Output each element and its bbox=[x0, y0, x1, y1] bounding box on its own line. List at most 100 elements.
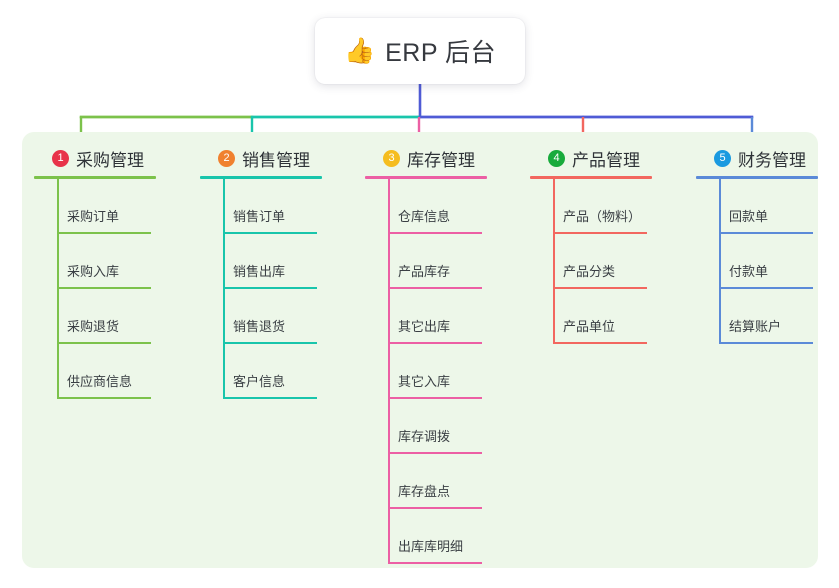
root-node[interactable]: 👍 ERP 后台 bbox=[315, 18, 525, 84]
branch-item[interactable]: 销售退货 bbox=[200, 289, 322, 344]
branch-item-label: 库存调拨 bbox=[398, 429, 451, 444]
branch-number-badge: 3 bbox=[383, 149, 400, 167]
branch-number-badge: 5 bbox=[714, 149, 731, 167]
branch-item-rule bbox=[719, 342, 813, 344]
branch-spine bbox=[223, 179, 225, 399]
branch-item-rule bbox=[223, 397, 317, 399]
branch-item[interactable]: 产品库存 bbox=[365, 234, 487, 289]
branch-item-label: 结算账户 bbox=[729, 319, 782, 334]
branch-spine bbox=[388, 179, 390, 564]
branch-item[interactable]: 付款单 bbox=[696, 234, 818, 289]
branch-item-label: 产品单位 bbox=[563, 319, 616, 334]
branch-item-rule bbox=[223, 287, 317, 289]
branch-column-4: 4 产品管理产品（物料） 产品分类产品单位 bbox=[530, 146, 652, 344]
branch-column-2: 2 销售管理销售订单销售出库销售退货客户信息 bbox=[200, 146, 322, 399]
branch-header-rule bbox=[365, 176, 487, 179]
branch-title: 财务管理 bbox=[738, 150, 806, 170]
branch-item-rule bbox=[388, 232, 482, 234]
branch-header-rule bbox=[200, 176, 322, 179]
branch-column-3: 3 库存管理仓库信息产品库存其它出库其它入库库存调拨库存盘点出库库明细 bbox=[365, 146, 487, 564]
branch-item[interactable]: 其它出库 bbox=[365, 289, 487, 344]
branch-children: 产品（物料） 产品分类产品单位 bbox=[530, 179, 652, 344]
branch-number-badge: 4 bbox=[548, 149, 565, 167]
branch-item-label: 仓库信息 bbox=[398, 209, 451, 224]
branch-title: 库存管理 bbox=[407, 150, 475, 170]
branch-item[interactable]: 产品（物料） bbox=[530, 179, 652, 234]
branch-item[interactable]: 产品单位 bbox=[530, 289, 652, 344]
branch-item-label: 产品（物料） bbox=[563, 209, 642, 224]
branch-item-rule bbox=[553, 342, 647, 344]
branch-item-rule bbox=[57, 342, 151, 344]
branch-item-rule bbox=[388, 397, 482, 399]
branch-item[interactable]: 出库库明细 bbox=[365, 509, 487, 564]
branch-item[interactable]: 结算账户 bbox=[696, 289, 818, 344]
branch-children: 采购订单采购入库采购退货供应商信息 bbox=[34, 179, 156, 399]
branch-header-rule bbox=[530, 176, 652, 179]
branch-item[interactable]: 库存盘点 bbox=[365, 454, 487, 509]
branch-item-label: 产品分类 bbox=[563, 264, 616, 279]
branch-header-2[interactable]: 2 销售管理 bbox=[200, 146, 322, 170]
branch-number-badge: 1 bbox=[52, 149, 69, 167]
branch-item[interactable]: 客户信息 bbox=[200, 344, 322, 399]
branch-item-rule bbox=[388, 287, 482, 289]
branch-item-label: 产品库存 bbox=[398, 264, 451, 279]
branch-item-rule bbox=[223, 232, 317, 234]
branch-item[interactable]: 采购订单 bbox=[34, 179, 156, 234]
branch-item[interactable]: 销售订单 bbox=[200, 179, 322, 234]
branch-item-rule bbox=[719, 287, 813, 289]
branch-item-label: 其它出库 bbox=[398, 319, 451, 334]
branch-header-rule bbox=[34, 176, 156, 179]
root-title: ERP 后台 bbox=[385, 39, 497, 67]
branch-spine bbox=[719, 179, 721, 344]
branch-item-rule bbox=[57, 397, 151, 399]
branch-item-rule bbox=[553, 232, 647, 234]
branch-header-4[interactable]: 4 产品管理 bbox=[530, 146, 652, 170]
branch-item[interactable]: 采购入库 bbox=[34, 234, 156, 289]
branch-item-rule bbox=[719, 232, 813, 234]
branch-header-1[interactable]: 1 采购管理 bbox=[34, 146, 156, 170]
branch-children: 销售订单销售出库销售退货客户信息 bbox=[200, 179, 322, 399]
branch-column-1: 1 采购管理采购订单采购入库采购退货供应商信息 bbox=[34, 146, 156, 399]
branch-item-label: 付款单 bbox=[729, 264, 769, 279]
branch-item-rule bbox=[388, 562, 482, 564]
branch-item[interactable]: 其它入库 bbox=[365, 344, 487, 399]
branch-item[interactable]: 供应商信息 bbox=[34, 344, 156, 399]
branch-item-rule bbox=[388, 507, 482, 509]
branch-item-label: 客户信息 bbox=[233, 374, 286, 389]
branch-number-badge: 2 bbox=[218, 149, 235, 167]
branch-item-rule bbox=[388, 452, 482, 454]
branch-header-3[interactable]: 3 库存管理 bbox=[365, 146, 487, 170]
branch-item-rule bbox=[388, 342, 482, 344]
branch-item-rule bbox=[57, 287, 151, 289]
branch-item-label: 采购订单 bbox=[67, 209, 120, 224]
branch-children: 仓库信息产品库存其它出库其它入库库存调拨库存盘点出库库明细 bbox=[365, 179, 487, 564]
branch-item-label: 其它入库 bbox=[398, 374, 451, 389]
branch-title: 采购管理 bbox=[76, 150, 144, 170]
branch-item[interactable]: 采购退货 bbox=[34, 289, 156, 344]
branch-item[interactable]: 库存调拨 bbox=[365, 399, 487, 454]
branch-title: 产品管理 bbox=[572, 150, 640, 170]
branch-item[interactable]: 销售出库 bbox=[200, 234, 322, 289]
branch-item[interactable]: 产品分类 bbox=[530, 234, 652, 289]
branch-item[interactable]: 仓库信息 bbox=[365, 179, 487, 234]
branch-item-label: 库存盘点 bbox=[398, 484, 451, 499]
branch-item-label: 采购退货 bbox=[67, 319, 120, 334]
branch-spine bbox=[57, 179, 59, 399]
branch-spine bbox=[553, 179, 555, 344]
branch-item-label: 供应商信息 bbox=[67, 374, 133, 389]
branches-panel bbox=[22, 132, 818, 568]
thumbs-up-icon: 👍 bbox=[343, 36, 376, 65]
branch-title: 销售管理 bbox=[242, 150, 310, 170]
branch-item-label: 销售订单 bbox=[233, 209, 286, 224]
branch-header-5[interactable]: 5 财务管理 bbox=[696, 146, 818, 170]
branch-item-label: 采购入库 bbox=[67, 264, 120, 279]
branch-item-label: 销售退货 bbox=[233, 319, 286, 334]
branch-header-rule bbox=[696, 176, 818, 179]
branch-column-5: 5 财务管理回款单付款单结算账户 bbox=[696, 146, 818, 344]
branch-item[interactable]: 回款单 bbox=[696, 179, 818, 234]
branch-item-label: 出库库明细 bbox=[398, 539, 464, 554]
branch-item-label: 销售出库 bbox=[233, 264, 286, 279]
branch-item-rule bbox=[57, 232, 151, 234]
branch-item-rule bbox=[553, 287, 647, 289]
